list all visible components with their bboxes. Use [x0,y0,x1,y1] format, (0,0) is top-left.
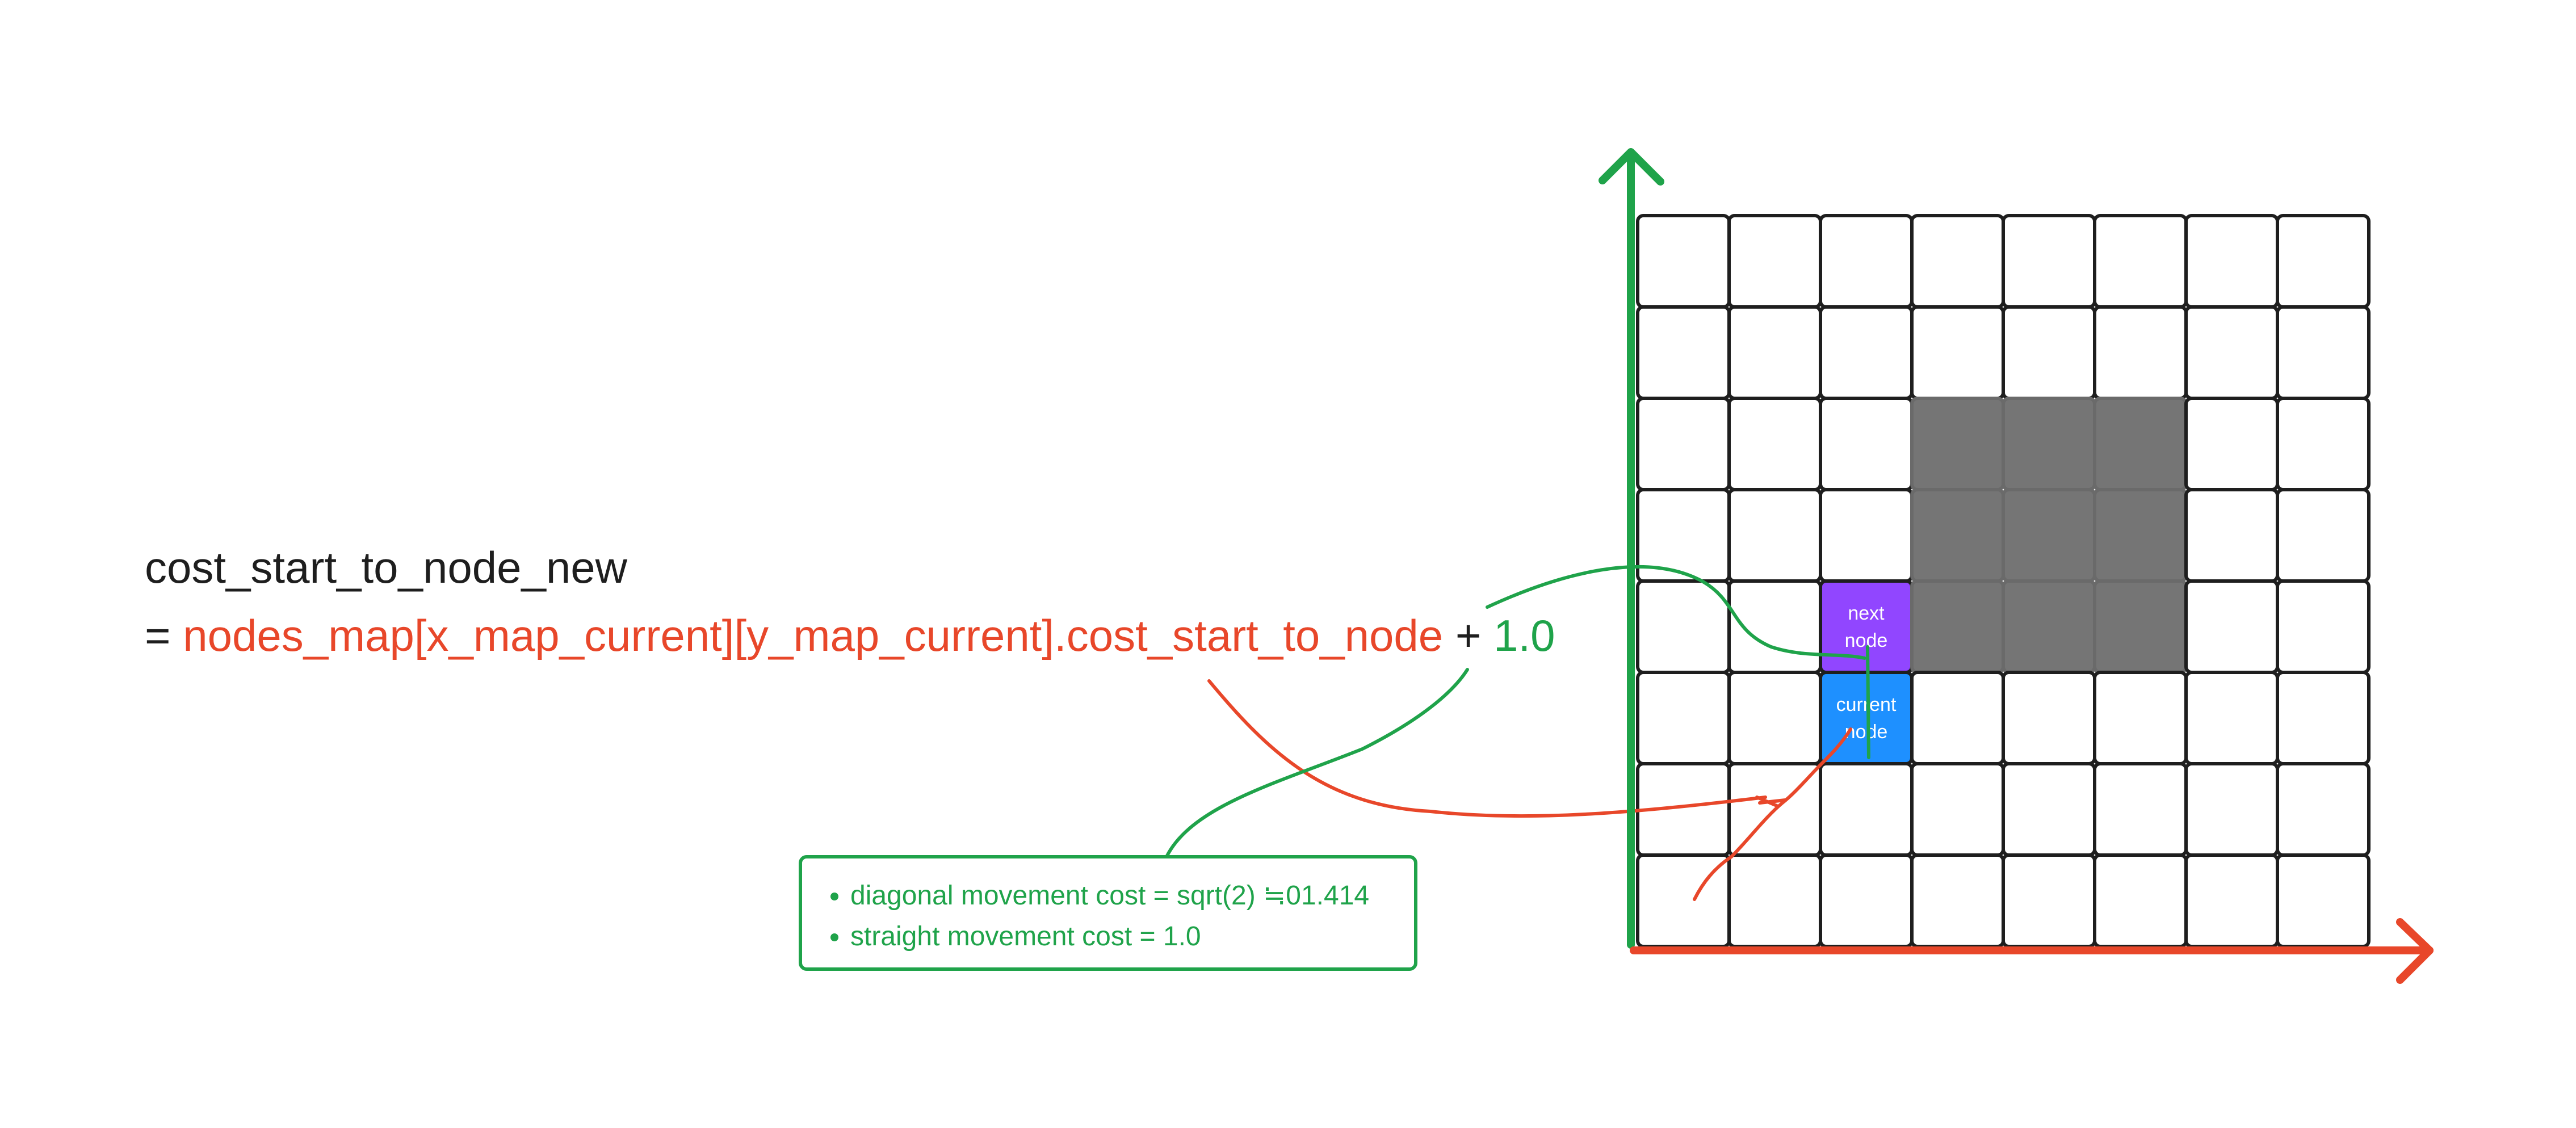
formula-step-cost: 1.0 [1493,611,1555,660]
obstacle-cell [2002,397,2096,491]
grid-cell [2276,579,2371,674]
obstacle-cell [2093,579,2188,674]
grid-cell [1819,397,1914,491]
grid-cell [2184,671,2279,765]
grid-cell [2184,762,2279,857]
grid-cell [2184,397,2279,491]
grid-cell [1636,579,1731,674]
x-axis-arrowhead [2396,918,2434,984]
grid-cell [1636,214,1731,309]
grid-cell [2002,762,2096,857]
grid-cell [2184,305,2279,400]
formula-plus: + [1455,611,1482,660]
obstacle-cell [1910,397,2005,491]
current-node-label: current [1836,694,1897,715]
red-diagonal-arrowhead [1755,796,1787,807]
annotations [1165,565,1870,901]
formula-expression: nodes_map[x_map_current][y_map_current].… [183,611,1444,660]
grid-cell [1727,671,1822,765]
grid-cell [1819,305,1914,400]
grid-cell [2093,762,2188,857]
grid-cell [2093,853,2188,948]
grid-cell [2276,671,2371,765]
note-item-straight: straight movement cost = 1.0 [850,916,1369,957]
grid-cell [2276,488,2371,583]
obstacle-cell [2002,579,2096,674]
grid-cell [1636,397,1731,491]
grid-cell [2276,214,2371,309]
grid-cell [2093,214,2188,309]
obstacle-cell [1910,579,2005,674]
grid-cell [1910,214,2005,309]
obstacle-cell [2002,488,2096,583]
formula-rhs: = nodes_map[x_map_current][y_map_current… [145,610,1555,662]
y-axis-arrowhead [1599,148,1664,186]
axes [1599,148,2434,984]
grid-cell [2093,671,2188,765]
grid-cell [2276,762,2371,857]
grid-cell [2002,305,2096,400]
green-vertical-arrow [1866,645,1870,759]
grid-cell [2276,397,2371,491]
grid-cell [2002,214,2096,309]
grid-cell [1727,214,1822,309]
grid-cell [2002,853,2096,948]
grid-cell [2184,579,2279,674]
grid-cell [1819,214,1914,309]
note-list: diagonal movement cost = sqrt(2) ≒01.414… [802,876,1369,957]
grid-cell [1636,305,1731,400]
green-connector-curve [1165,668,1469,858]
grid-cell [2184,214,2279,309]
note-item-diagonal: diagonal movement cost = sqrt(2) ≒01.414 [850,876,1369,916]
formula-lhs: cost_start_to_node_new [145,542,627,592]
formula-equals: = [145,611,171,660]
grid-cell [2002,671,2096,765]
grid-cell [1819,853,1914,948]
grid-cell [1727,305,1822,400]
grid-cell [1910,671,2005,765]
obstacle-cell [1910,488,2005,583]
grid-cell [1819,488,1914,583]
grid-cell [2276,853,2371,948]
grid-cell [1727,488,1822,583]
grid-cell [2184,853,2279,948]
grid-cell [2184,488,2279,583]
grid-cell [1727,853,1822,948]
grid-cell [1636,671,1731,765]
obstacle-cell [2093,488,2188,583]
green-arc-curve [1486,565,1866,660]
grid-cell [1910,853,2005,948]
grid-cell [2276,305,2371,400]
red-connector-curve [1207,679,1767,818]
grid-cell [1727,397,1822,491]
grid-cell [1819,762,1914,857]
next-node-label: next [1848,603,1885,624]
grid-cell [1910,762,2005,857]
grid-cell [2093,305,2188,400]
movement-cost-note: diagonal movement cost = sqrt(2) ≒01.414… [799,855,1417,971]
grid-cell [1910,305,2005,400]
current-node-label: node [1845,721,1888,743]
obstacle-cell [2093,397,2188,491]
